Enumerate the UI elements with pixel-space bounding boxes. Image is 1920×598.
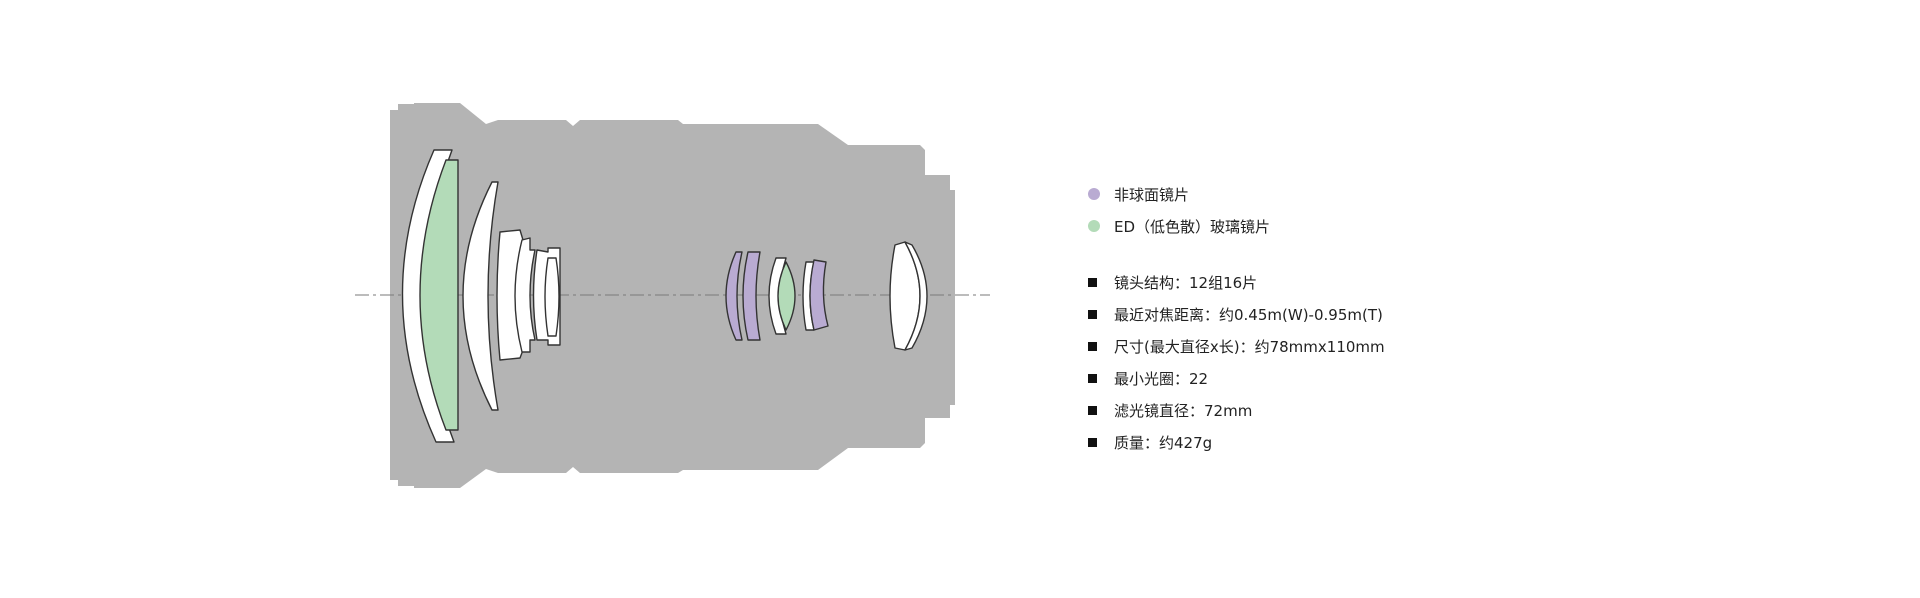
lens-element-9-aspherical bbox=[742, 251, 761, 341]
legend-ed-glass-label: ED（低色散）玻璃镜片 bbox=[1114, 217, 1271, 236]
ed-glass-dot-icon bbox=[1088, 220, 1100, 232]
spec-dimensions: 尺寸(最大直径x长)：约78mmx110mm bbox=[1088, 330, 1385, 362]
spec-filter-diameter: 滤光镜直径：72mm bbox=[1088, 394, 1385, 426]
aspherical-dot-icon bbox=[1088, 188, 1100, 200]
spec-min-aperture: 最小光圈：22 bbox=[1088, 362, 1385, 394]
spec-label: 最小光圈：22 bbox=[1114, 369, 1209, 388]
spec-min-focus-distance: 最近对焦距离：约0.45m(W)-0.95m(T) bbox=[1088, 298, 1385, 330]
spec-label: 质量：约427g bbox=[1114, 433, 1213, 452]
legend-ed-glass: ED（低色散）玻璃镜片 bbox=[1088, 210, 1385, 242]
lens-element-7 bbox=[544, 257, 560, 337]
lens-element-8-aspherical bbox=[725, 251, 743, 341]
spec-weight: 质量：约427g bbox=[1088, 426, 1385, 458]
legend-aspherical: 非球面镜片 bbox=[1088, 178, 1385, 210]
lens-element-2-ed bbox=[419, 159, 459, 431]
spec-label: 滤光镜直径：72mm bbox=[1114, 401, 1253, 420]
spec-label: 最近对焦距离：约0.45m(W)-0.95m(T) bbox=[1114, 305, 1383, 324]
spec-panel: 非球面镜片 ED（低色散）玻璃镜片 镜头结构：12组16片 最近对焦距离：约0.… bbox=[1088, 178, 1385, 458]
lens-element-3 bbox=[462, 181, 499, 411]
lens-element-11-ed bbox=[777, 261, 796, 331]
lens-element-15 bbox=[904, 241, 928, 351]
spec-label: 镜头结构：12组16片 bbox=[1114, 273, 1258, 292]
lens-cross-section-diagram bbox=[355, 103, 990, 488]
square-bullet-icon bbox=[1088, 341, 1097, 351]
square-bullet-icon bbox=[1088, 277, 1097, 287]
square-bullet-icon bbox=[1088, 373, 1097, 383]
spec-label: 尺寸(最大直径x长)：约78mmx110mm bbox=[1114, 337, 1385, 356]
lens-barrel bbox=[390, 103, 955, 488]
spec-construction: 镜头结构：12组16片 bbox=[1088, 266, 1385, 298]
square-bullet-icon bbox=[1088, 309, 1097, 319]
lens-element-13-aspherical bbox=[809, 259, 829, 331]
square-bullet-icon bbox=[1088, 437, 1097, 447]
lens-element-5 bbox=[514, 237, 536, 353]
square-bullet-icon bbox=[1088, 405, 1097, 415]
legend-aspherical-label: 非球面镜片 bbox=[1114, 185, 1190, 204]
